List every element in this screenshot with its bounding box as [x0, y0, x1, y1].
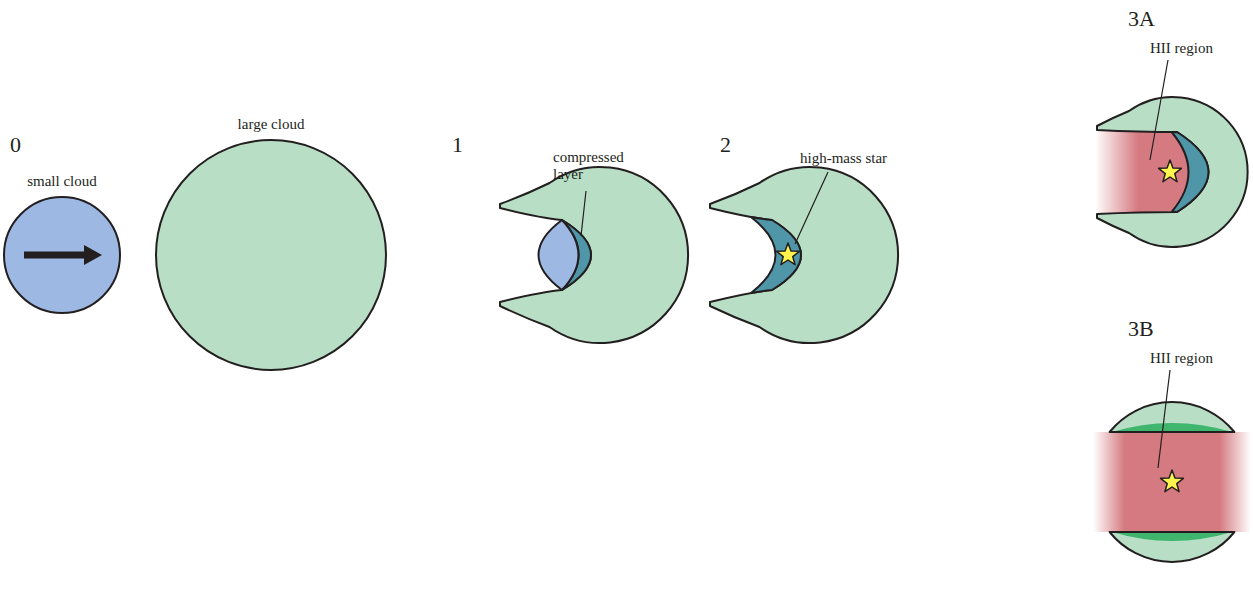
cloud-circle: large cloud [153, 115, 389, 372]
arrow-head [84, 245, 102, 265]
stage-number: 0 [10, 132, 21, 157]
hii-region [1097, 130, 1189, 214]
high-mass-star [1159, 160, 1182, 182]
large-cloud-deformed [500, 167, 688, 343]
cloud-label: large cloud [153, 115, 389, 133]
leader-line [795, 172, 828, 244]
dense-layer [1112, 423, 1232, 432]
hii-region [1093, 432, 1251, 532]
stage-number: 3A [1128, 6, 1155, 31]
cloud-cavity [1097, 97, 1248, 247]
dense-layer [1112, 532, 1232, 541]
cloud-outline [156, 140, 386, 370]
leader-line [1158, 370, 1170, 468]
compressed-layer [751, 217, 801, 293]
cloud-shape [154, 138, 388, 372]
small-cloud-remnant [539, 220, 579, 290]
callout-label: HII region [1150, 40, 1213, 57]
stage-number: 1 [452, 132, 463, 157]
large-cloud-cavity [710, 167, 898, 343]
cloud-circle: small cloud [1, 172, 123, 315]
high-mass-star [777, 243, 800, 265]
callout-label: high-mass star [800, 150, 887, 167]
cloud-outline [4, 197, 120, 313]
motion-arrow [24, 252, 88, 259]
cloud-cap-outline [1110, 402, 1235, 432]
cloud-label: small cloud [1, 172, 123, 190]
cloud-cap-bottom [1110, 532, 1235, 562]
cloud-shape [2, 195, 122, 315]
callout-label: HII region [1150, 350, 1213, 367]
stage-number: 3B [1128, 316, 1154, 341]
callout-label: compressed layer [553, 149, 633, 184]
stage-number: 2 [720, 132, 731, 157]
cloud-cap-top [1110, 402, 1235, 432]
cloud-cap-outline [1110, 532, 1235, 562]
leader-line [581, 191, 586, 236]
leader-line [1150, 60, 1168, 160]
high-mass-star [1161, 470, 1184, 492]
